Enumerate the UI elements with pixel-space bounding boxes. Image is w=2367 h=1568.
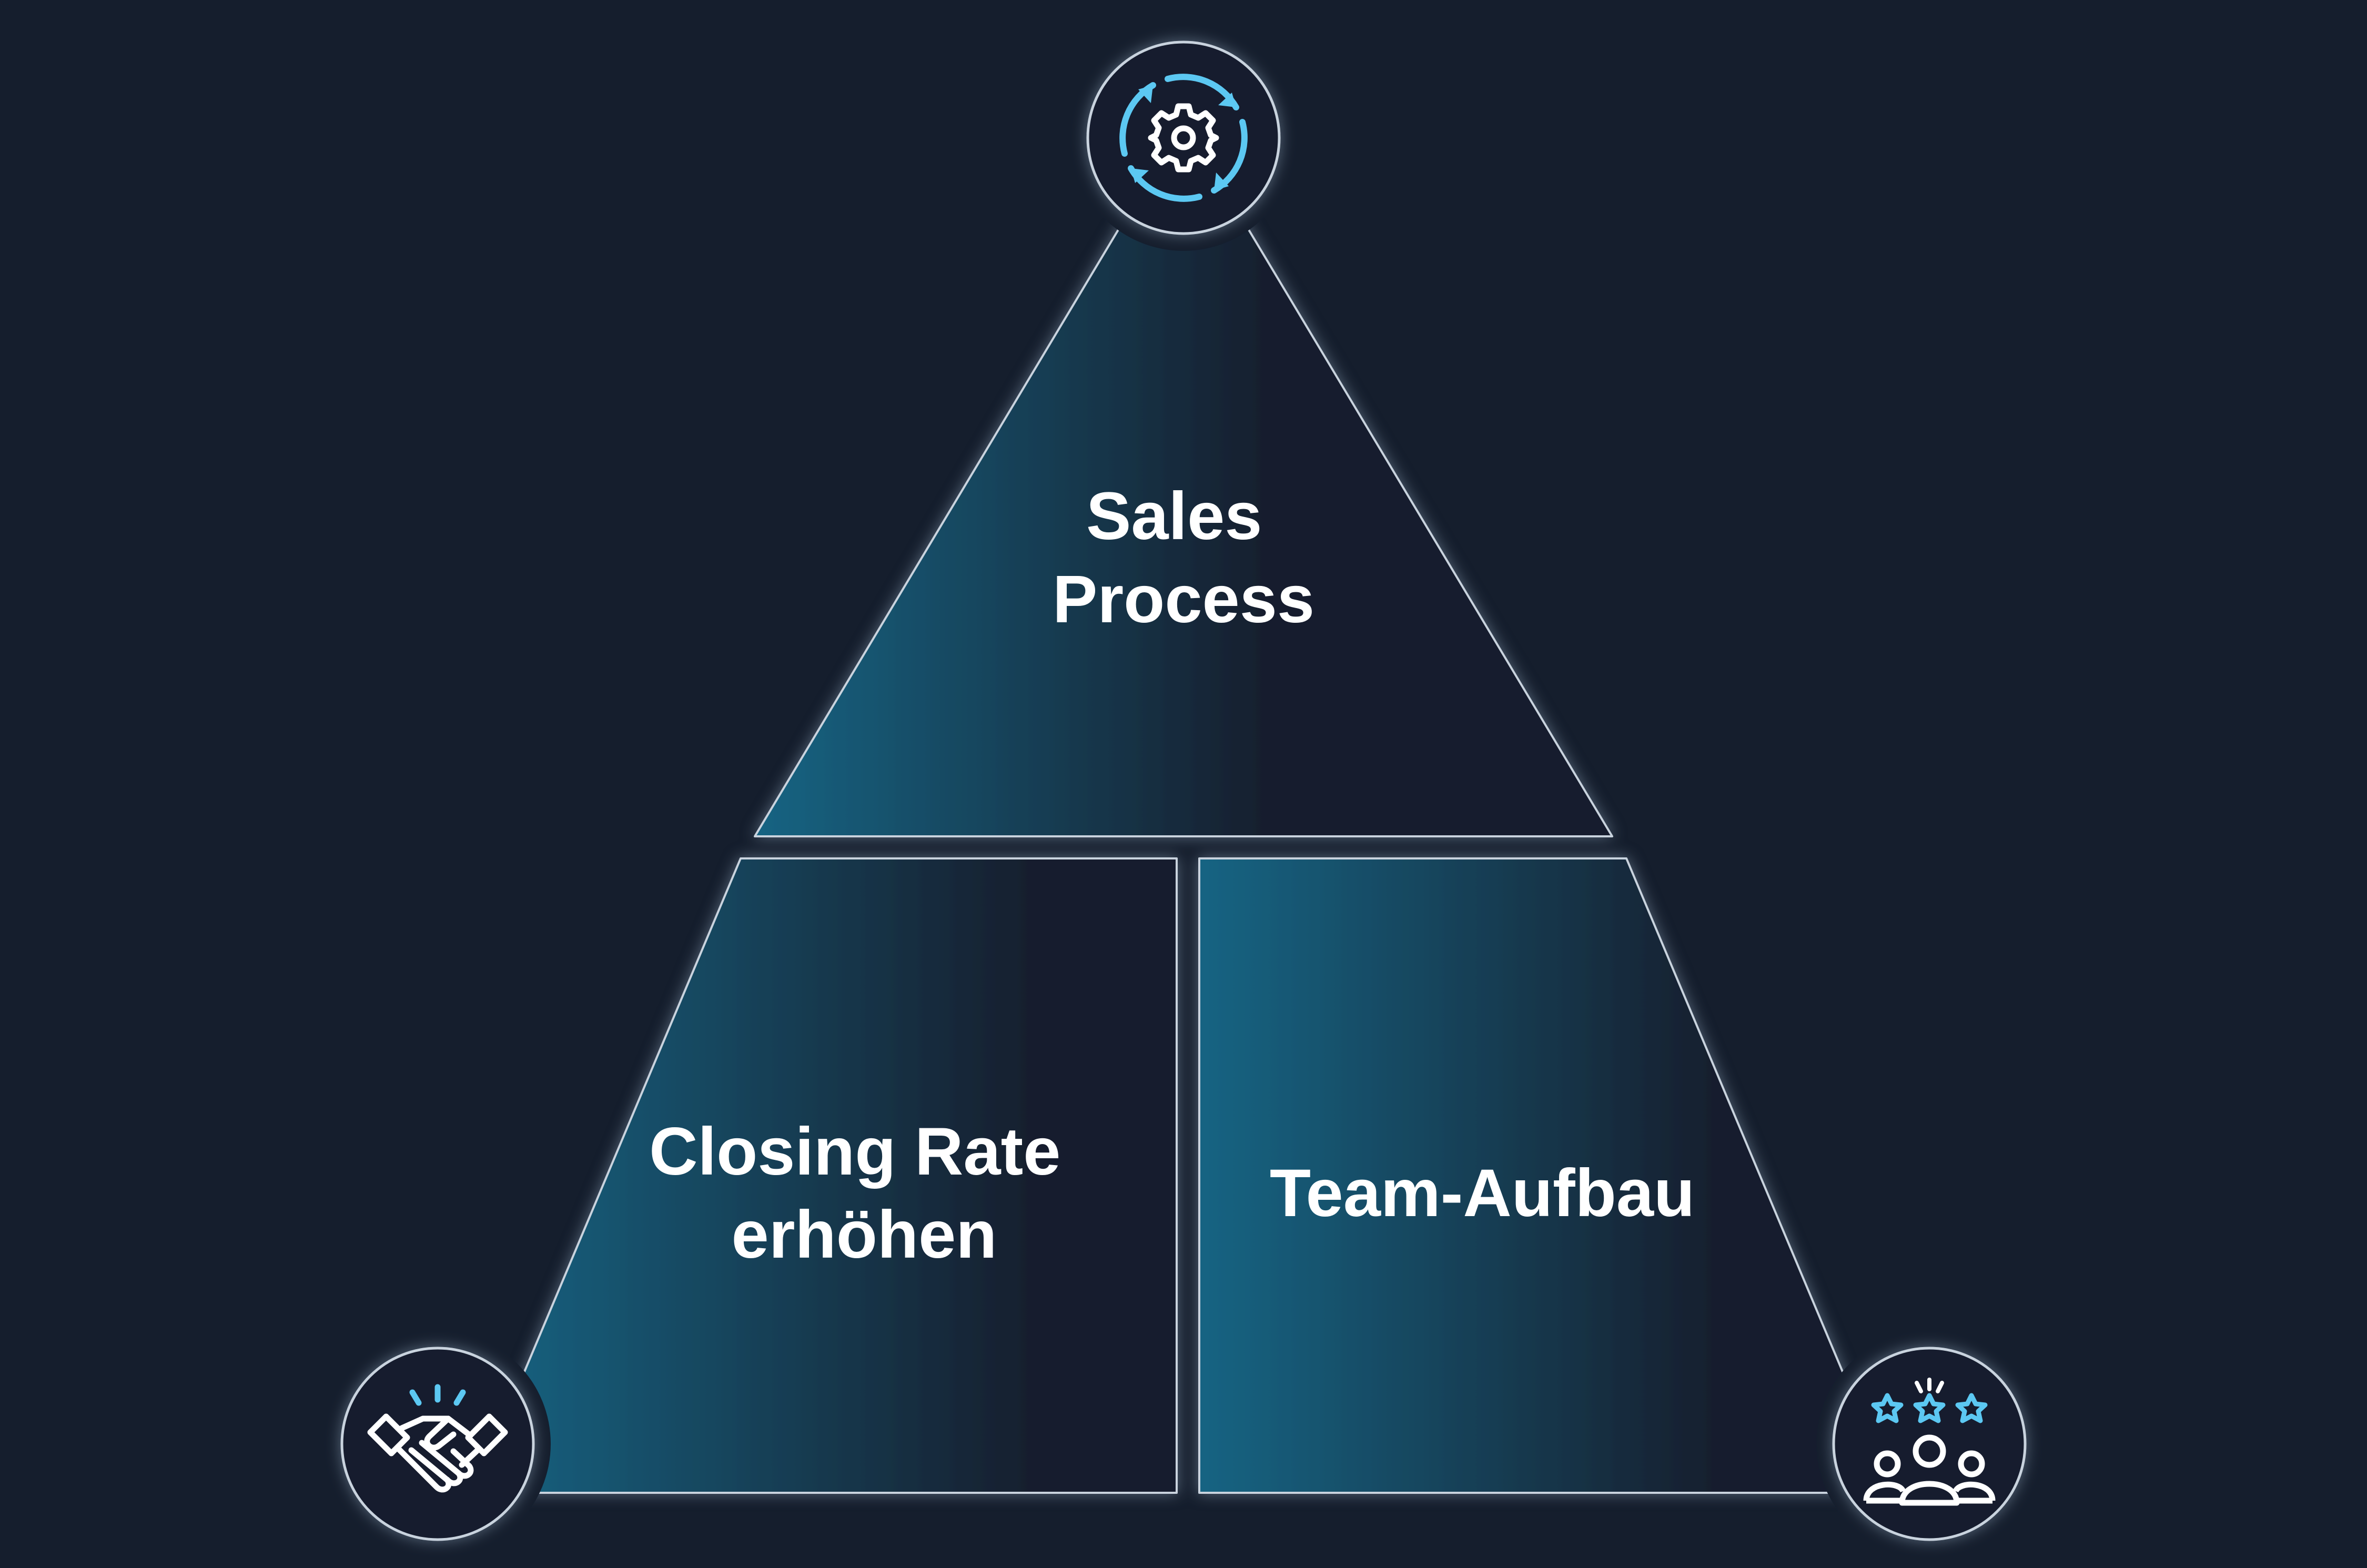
- handshake-icon: [340, 1347, 535, 1541]
- gear-cycle-icon: [1086, 41, 1281, 235]
- team-rating-icon: [1832, 1347, 2027, 1541]
- segment-bottom-right-label: Team-Aufbau: [1270, 1156, 1695, 1231]
- segment-bottom-right-label-line-1: Team-Aufbau: [1270, 1156, 1695, 1231]
- segment-bottom-left-label: Closing Rate erhöhen: [649, 1114, 1079, 1272]
- segment-top-label-line-2: Process: [1053, 562, 1314, 637]
- segment-top: [754, 120, 1613, 837]
- segment-bottom-left-label-line-2: erhöhen: [732, 1197, 997, 1272]
- segment-bottom-left: [472, 857, 1178, 1494]
- segment-top-label-line-1: Sales: [1086, 479, 1262, 554]
- segment-top-label: Sales Process: [1053, 479, 1314, 637]
- segment-bottom-left-label-line-1: Closing Rate: [649, 1114, 1060, 1189]
